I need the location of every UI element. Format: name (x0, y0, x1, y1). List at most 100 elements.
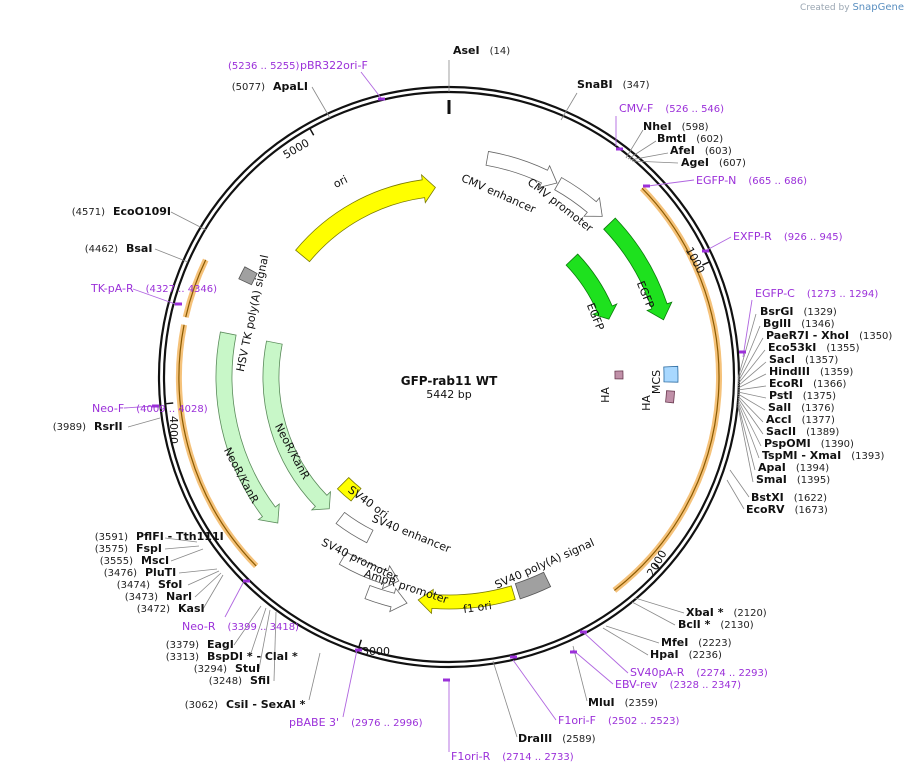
enzyme-name[interactable]: MfeI (661, 636, 688, 649)
enzyme-name[interactable]: AccI (766, 413, 792, 426)
enzyme-name[interactable]: PstI (769, 389, 793, 402)
primer-name[interactable]: pBABE 3' (289, 716, 339, 729)
enzyme-name[interactable]: PspOMI (764, 437, 811, 450)
enzyme-position: (1390) (821, 439, 854, 450)
cmv-enhancer-label: CMV enhancer (459, 172, 538, 217)
enzyme-leader-line (631, 601, 676, 626)
enzyme-name[interactable]: StuI (235, 662, 260, 675)
enzyme-name[interactable]: BstXI (751, 491, 784, 504)
primer-range: (665 .. 686) (748, 176, 807, 187)
enzyme-name[interactable]: CsiI - SexAI * (226, 698, 306, 711)
snapgene-logo: SnapGene (852, 2, 904, 13)
enzyme-name[interactable]: EcoRI (769, 377, 803, 390)
primer-leader-line (704, 236, 732, 252)
enzyme-leader-line (629, 152, 669, 161)
enzyme-name[interactable]: SfoI (158, 578, 182, 591)
enzyme-name[interactable]: SalI (768, 401, 791, 414)
enzyme-name[interactable]: AseI (453, 44, 480, 57)
enzyme-name[interactable]: BglII (763, 317, 791, 330)
egfp-arrow-inner (565, 253, 618, 320)
enzyme-name[interactable]: AgeI (681, 156, 709, 169)
primer-name[interactable]: Neo-R (182, 620, 216, 633)
sv40-promoter-arrow (338, 551, 400, 590)
enzyme-name[interactable]: BmtI (657, 132, 686, 145)
primer-name[interactable]: EXFP-R (733, 230, 772, 243)
orf-arc-line (185, 259, 207, 318)
enzyme-name[interactable]: SfiI (250, 674, 270, 687)
enzyme-leader-line (737, 397, 764, 435)
enzyme-name[interactable]: KasI (178, 602, 205, 615)
enzyme-leader-line (605, 625, 660, 644)
enzyme-name[interactable]: BspDI * - ClaI * (207, 650, 298, 663)
primer-name[interactable]: F1ori-F (558, 714, 596, 727)
enzyme-name[interactable]: MscI (141, 554, 169, 567)
primer-leader-line (512, 659, 557, 721)
enzyme-name[interactable]: EcoRV (746, 503, 785, 516)
enzyme-name[interactable]: BsrGI (760, 305, 793, 318)
leader-lines (123, 60, 767, 752)
enzyme-name[interactable]: PluTI (145, 566, 176, 579)
enzyme-name[interactable]: SnaBI (577, 78, 613, 91)
enzyme-name[interactable]: XbaI * (686, 606, 724, 619)
enzyme-name[interactable]: TspMI - XmaI (762, 449, 841, 462)
enzyme-name[interactable]: ApaI (758, 461, 786, 474)
egfp-arrow-outer (603, 217, 673, 321)
enzyme-leader-line (737, 393, 766, 411)
ori-label: ori (331, 173, 350, 191)
enzyme-name[interactable]: NarI (166, 590, 192, 603)
enzyme-name[interactable]: SmaI (756, 473, 787, 486)
enzyme-position: (1622) (794, 493, 827, 504)
enzyme-name[interactable]: SacII (766, 425, 796, 438)
enzyme-name[interactable]: EagI (207, 638, 234, 651)
enzyme-name[interactable]: HindIII (769, 365, 810, 378)
enzyme-name[interactable]: EcoO109I (113, 205, 171, 218)
enzyme-name[interactable]: BsaI (126, 242, 152, 255)
enzyme-position: (602) (696, 134, 723, 145)
mcs-box (663, 365, 679, 383)
enzyme-leader-line (273, 611, 277, 682)
tick-mark (309, 128, 315, 136)
enzyme-leader-line (154, 248, 189, 263)
primer-name[interactable]: Neo-F (92, 402, 124, 415)
enzyme-leader-line (737, 391, 767, 399)
enzyme-leader-line (164, 545, 200, 550)
enzyme-position: (3248) (209, 676, 242, 687)
orf-arc-line (614, 187, 720, 591)
enzyme-leader-line (249, 607, 267, 657)
primer-range: (2502 .. 2523) (608, 716, 680, 727)
primer-name[interactable]: EBV-rev (615, 678, 658, 691)
enzyme-name[interactable]: PaeR7I - XhoI (766, 329, 849, 342)
primer-range: (926 .. 945) (784, 232, 843, 243)
primer-name[interactable]: SV40pA-R (630, 666, 685, 679)
primer-name[interactable]: pBR322ori-F (300, 59, 368, 72)
enzyme-position: (3474) (117, 580, 150, 591)
orf-arcs (176, 186, 722, 593)
enzyme-name[interactable]: BclI * (678, 618, 711, 631)
enzyme-name[interactable]: ApaLI (273, 80, 308, 93)
enzyme-name[interactable]: HpaI (650, 648, 679, 661)
primer-name[interactable]: EGFP-N (696, 174, 736, 187)
enzyme-position: (1393) (851, 451, 884, 462)
primer-name[interactable]: EGFP-C (755, 287, 795, 300)
cmv-enhancer-arrow (485, 150, 558, 188)
mcs-label: MCS (650, 370, 663, 394)
enzyme-name[interactable]: NheI (643, 120, 672, 133)
enzyme-position: (1350) (859, 331, 892, 342)
enzyme-name[interactable]: SacI (769, 353, 795, 366)
primer-site-marker (580, 630, 587, 634)
enzyme-name[interactable]: DraIII (518, 732, 552, 745)
enzyme-name[interactable]: Eco53kI (768, 341, 816, 354)
enzyme-name[interactable]: FspI (136, 542, 162, 555)
enzyme-name[interactable]: PflFI - Tth111I (136, 530, 224, 543)
primer-name[interactable]: F1ori-R (451, 750, 491, 763)
tick-mark (702, 261, 710, 266)
watermark-prefix: Created by (800, 3, 850, 13)
primer-range: (4327 .. 4346) (146, 284, 218, 295)
primer-name[interactable]: TK-pA-R (90, 282, 134, 295)
enzyme-name[interactable]: MluI (588, 696, 615, 709)
enzyme-position: (4571) (72, 207, 105, 218)
enzyme-name[interactable]: RsrII (94, 420, 123, 433)
enzyme-name[interactable]: AfeI (670, 144, 695, 157)
enzyme-leader-line (634, 597, 685, 614)
primer-name[interactable]: CMV-F (619, 102, 653, 115)
